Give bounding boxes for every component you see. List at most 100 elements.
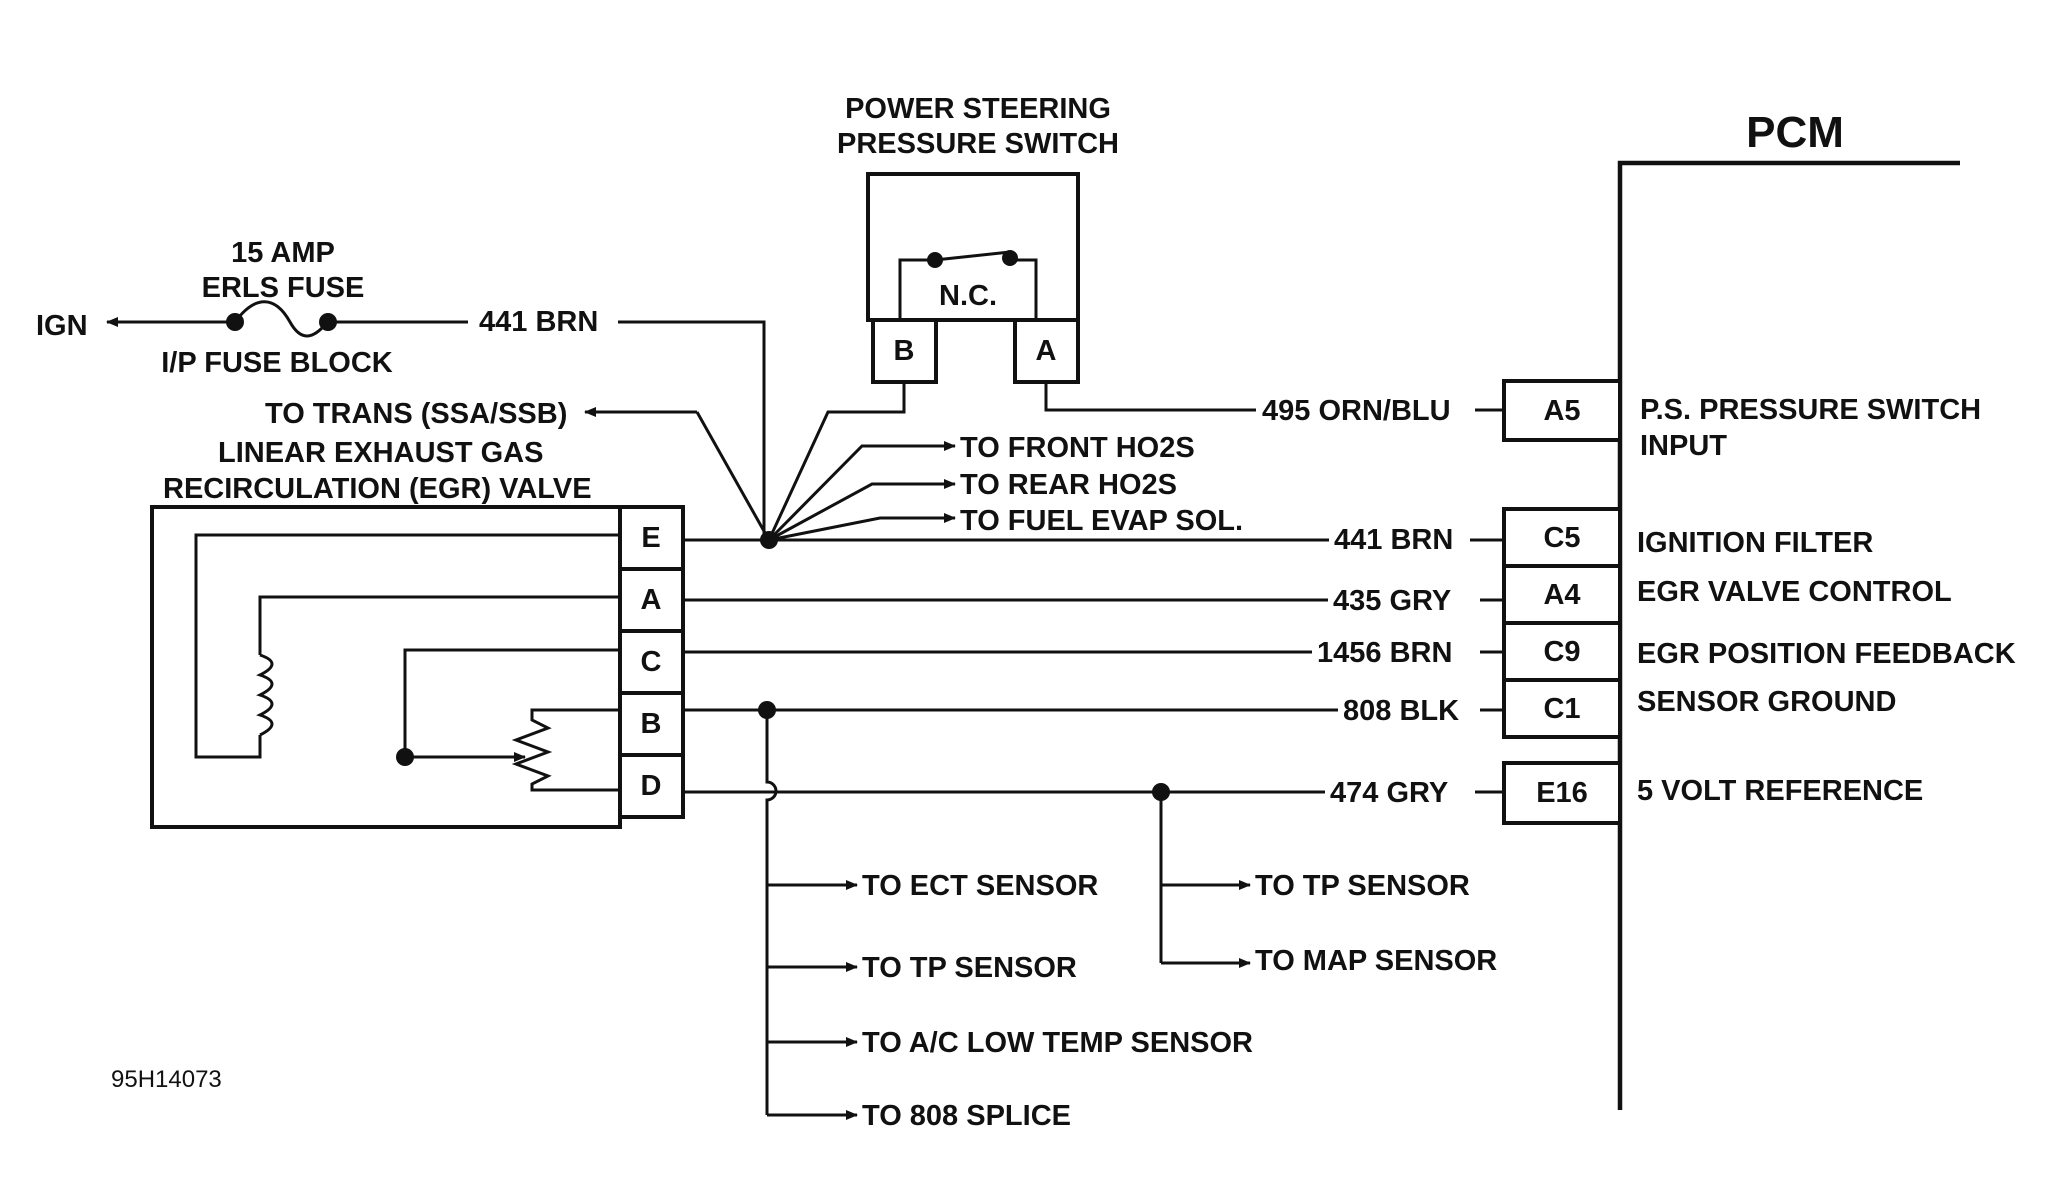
egr-pin-box [618,505,685,571]
wire-label-441: 441 BRN [1334,524,1453,556]
branch-rear-ho2s [768,479,956,542]
egr-pin-label: D [641,770,662,802]
ign-label: IGN [36,310,88,342]
egr-valve: LINEAR EXHAUST GAS RECIRCULATION (EGR) V… [150,437,685,829]
egr-pin-box [618,567,685,633]
wire-495-orn-blu [1044,382,1256,412]
egr-body [150,505,622,829]
ps-switch-state: N.C. [939,280,997,312]
egr-title-1: LINEAR EXHAUST GAS [218,437,543,469]
ign-feed-wire [618,320,766,540]
ignition-splice: 441 BRN TO TRANS (SSA/SSB) TO FRONT HO2S… [265,382,1504,556]
pcm-terminal-a4: A4 EGR VALVE CONTROL [1502,564,1952,625]
pcm-title: PCM [1746,108,1844,157]
egr-pin-d: D [618,753,685,819]
pcm-pin-box [1502,621,1622,682]
branch-fuel-evap [768,513,956,542]
wire-label-474: 474 GRY [1330,777,1448,809]
wire-435: 435 GRY [683,585,1504,617]
egr-solenoid-coil [256,653,274,737]
egr-wiper-lead [403,648,620,757]
pcm-function-label: SENSOR GROUND [1637,686,1896,718]
pcm-terminal-c5: C5 IGNITION FILTER [1502,507,1873,568]
ps-switch-pin-b: B [894,335,915,367]
pcm-outline [1617,160,1960,1110]
fuse-circuit: IGN 15 AMP ERLS FUSE I/P FUSE BLOCK 441 … [36,237,766,540]
pcm-function-label: P.S. PRESSURE SWITCH [1640,394,1981,426]
fuse-rating-label: 15 AMP [231,237,335,269]
wire-label-1456: 1456 BRN [1317,637,1452,669]
pcm-pin-label: A4 [1543,579,1580,611]
egr-potentiometer [511,708,620,792]
pcm: PCM A5 P.S. PRESSURE SWITCH INPUT C5 IGN… [1502,108,2016,1110]
egr-title-2: RECIRCULATION (EGR) VALVE [163,473,592,505]
egr-pin-e: E [618,505,685,571]
to-rear-ho2s-label: TO REAR HO2S [960,469,1177,501]
egr-pin-b: B [618,691,685,757]
fuse-wire-label: 441 BRN [479,306,598,338]
egr-pin-box [618,629,685,695]
pcm-pin-label: C5 [1543,522,1580,554]
pcm-function-label-2: INPUT [1640,430,1727,462]
egr-coil-return [194,533,620,759]
egr-pin-box [618,691,685,757]
ps-switch-contact-left [898,258,935,320]
ps-switch-blade [934,250,1011,262]
ps-switch-pin-b-box [871,318,938,384]
egr-pin-label: C [641,646,662,678]
ps-switch-contact-dot [1002,250,1018,266]
wire-label-495: 495 ORN/BLU [1262,395,1451,427]
egr-pin-box [618,753,685,819]
fuse-block-label: I/P FUSE BLOCK [161,347,393,379]
branch-trans [695,411,771,541]
egr-pin-c: C [618,629,685,695]
wire-label-808: 808 BLK [1343,695,1459,727]
to-tp-sensor-ref-label: TO TP SENSOR [1255,870,1470,902]
to-map-sensor-label: TO MAP SENSOR [1255,945,1497,977]
pcm-function-label: IGNITION FILTER [1637,527,1873,559]
ps-switch-body [866,172,1080,322]
figure-code: 95H14073 [111,1066,222,1093]
to-trans-label: TO TRANS (SSA/SSB) [265,398,567,430]
pcm-pin-label: E16 [1536,777,1588,809]
pcm-pin-label: C1 [1543,693,1580,725]
pcm-function-label: 5 VOLT REFERENCE [1637,775,1923,807]
to-front-ho2s-label: TO FRONT HO2S [960,432,1195,464]
to-fuel-evap-label: TO FUEL EVAP SOL. [960,505,1243,537]
to-ect-sensor-label: TO ECT SENSOR [862,870,1098,902]
pcm-terminal-c1: C1 SENSOR GROUND [1502,678,1896,739]
ps-switch-contact-dot [927,252,943,268]
ps-switch-title-1: POWER STEERING [845,93,1111,125]
egr-pin-a: A [618,567,685,633]
ps-pressure-switch: POWER STEERING PRESSURE SWITCH N.C. B A [837,93,1119,384]
wire-808: 808 BLK TO ECT SENSOR TO TP SENSOR TO A/… [683,695,1504,1132]
fuse-terminal-dot [226,313,244,331]
fuse-name-label: ERLS FUSE [202,272,365,304]
branch-front-ho2s [767,441,956,542]
pcm-pin-label: A5 [1543,395,1580,427]
pcm-terminal-c9: C9 EGR POSITION FEEDBACK [1502,621,2016,682]
pcm-pin-label: C9 [1543,636,1580,668]
fuse-element [233,300,330,338]
egr-pin-label: A [641,584,662,616]
ps-switch-pin-a: A [1036,335,1057,367]
pcm-terminal-a5: A5 P.S. PRESSURE SWITCH INPUT [1502,379,1981,462]
ps-switch-contact-right [1010,258,1038,320]
to-tp-sensor-label: TO TP SENSOR [862,952,1077,984]
to-808-splice-label: TO 808 SPLICE [862,1100,1071,1132]
ps-switch-pin-a-box [1013,318,1080,384]
wire-495: 495 ORN/BLU [1044,382,1504,427]
wire-474: 474 GRY TO TP SENSOR TO MAP SENSOR [683,777,1504,977]
ground-branch-trunk [765,710,778,1115]
pcm-terminal-e16: E16 5 VOLT REFERENCE [1502,761,1923,825]
to-ac-low-temp-label: TO A/C LOW TEMP SENSOR [862,1027,1253,1059]
pcm-function-label: EGR VALVE CONTROL [1637,576,1952,608]
wire-1456: 1456 BRN [683,637,1504,669]
egr-pin-label: B [641,708,662,740]
branch-ps-switch [767,382,906,541]
pcm-pin-box [1502,678,1622,739]
egr-coil-lead [258,595,620,655]
wire-label-435: 435 GRY [1333,585,1451,617]
ps-switch-title-2: PRESSURE SWITCH [837,128,1119,160]
